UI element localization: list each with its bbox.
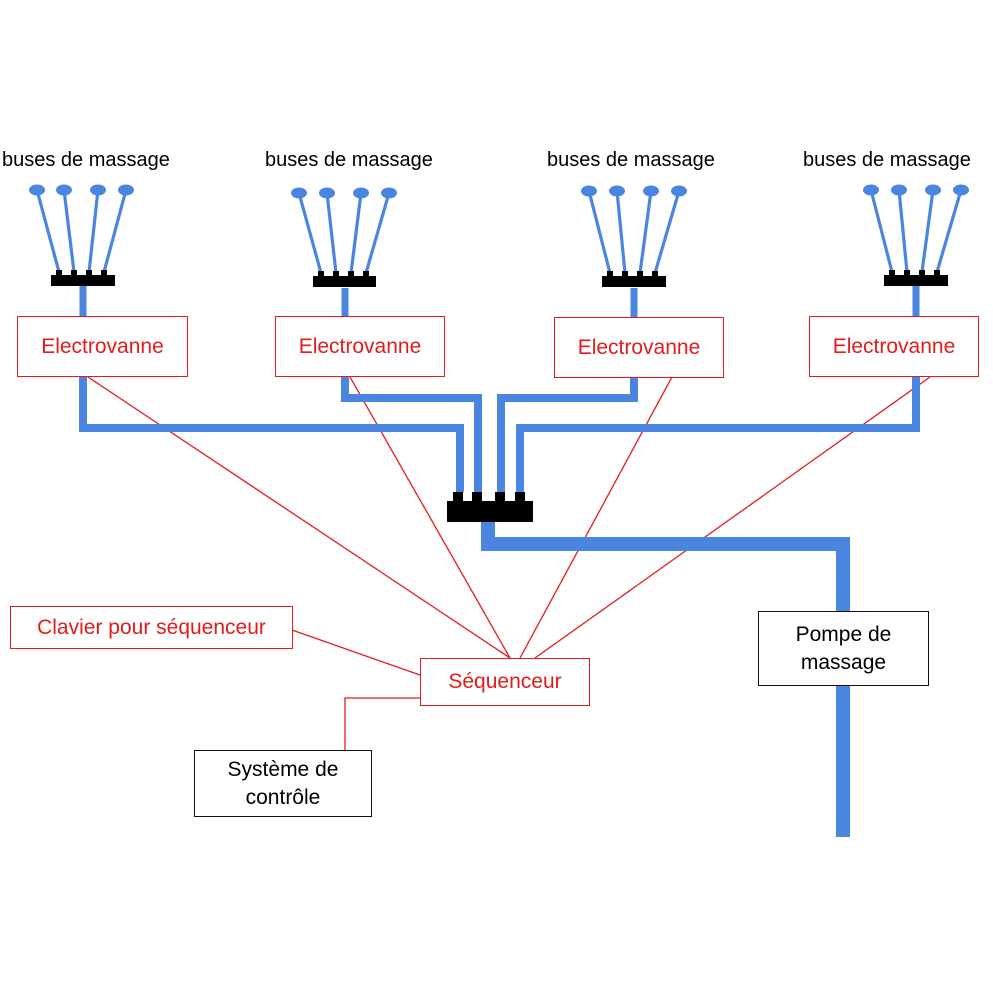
pump-box: Pompe de massage — [758, 611, 929, 686]
nozzle-head — [291, 187, 307, 199]
pipe-main — [481, 520, 850, 837]
nozzle-head — [925, 184, 941, 196]
wire-valve-3 — [519, 376, 673, 659]
valve-label-3: Electrovanne — [577, 335, 701, 359]
nozzle-hose — [87, 189, 100, 273]
manifold-4 — [884, 270, 948, 286]
pipe-valve-1 — [79, 377, 464, 492]
nozzle-hose — [35, 189, 61, 273]
valve-label-4: Electrovanne — [832, 334, 956, 358]
nozzle-hose — [869, 189, 894, 273]
sequencer-label: Séquenceur — [448, 670, 562, 693]
nozzle-group-4 — [863, 184, 969, 273]
nozzle-group-1 — [29, 184, 134, 273]
nozzle-hose — [638, 190, 653, 274]
valve-box-1: Electrovanne — [17, 316, 188, 377]
nozzle-head — [381, 187, 397, 199]
valve-box-4: Electrovanne — [809, 316, 979, 377]
nozzle-head — [609, 185, 625, 197]
nozzle-hose — [102, 189, 128, 273]
nozzle-hose — [653, 190, 681, 274]
keypad-label: Clavier pour séquenceur — [37, 615, 266, 639]
sequencer-box: Séquenceur — [420, 658, 590, 706]
pump-label: Pompe de massage — [795, 622, 892, 674]
nozzle-group-2 — [291, 187, 397, 274]
nozzle-head — [353, 187, 369, 199]
control-system-label: Système de contrôle — [227, 757, 339, 809]
nozzle-hose — [615, 190, 627, 274]
nozzle-hose — [935, 189, 963, 273]
nozzle-head — [118, 184, 134, 196]
valve-label-2: Electrovanne — [298, 334, 422, 358]
nozzle-head — [891, 184, 907, 196]
nozzle-head — [90, 184, 106, 196]
nozzle-head — [319, 187, 335, 199]
manifold-main — [447, 492, 533, 522]
nozzle-head — [671, 185, 687, 197]
nozzle-hose — [62, 189, 76, 273]
manifold-2 — [313, 271, 376, 287]
pipes — [79, 286, 920, 837]
nozzle-group-3 — [581, 185, 687, 274]
nozzle-head — [953, 184, 969, 196]
control-system-box: Système de contrôle — [194, 750, 372, 817]
nozzle-hose — [587, 190, 612, 274]
nozzle-label-1: buses de massage — [2, 149, 170, 171]
nozzle-hose — [325, 192, 338, 274]
nozzle-hose — [897, 189, 909, 273]
control-wires — [87, 376, 931, 750]
manifold-3 — [602, 271, 666, 287]
nozzle-hose — [349, 192, 363, 274]
keypad-box: Clavier pour séquenceur — [10, 606, 293, 649]
pipe-valve-2 — [341, 377, 482, 492]
pipe-valve-3 — [497, 377, 638, 492]
nozzle-groups — [29, 184, 969, 274]
nozzle-label-3: buses de massage — [547, 149, 715, 171]
wire-valve-4 — [534, 376, 931, 659]
manifold-1 — [51, 270, 115, 286]
nozzle-hose — [364, 192, 391, 274]
wire-valve-2 — [349, 376, 511, 659]
valve-box-3: Electrovanne — [554, 317, 724, 378]
wire-valve-1 — [87, 376, 511, 659]
manifolds — [51, 270, 948, 522]
nozzle-head — [643, 185, 659, 197]
nozzle-head — [56, 184, 72, 196]
valve-box-2: Electrovanne — [275, 316, 445, 377]
nozzle-hose — [297, 192, 323, 274]
wire-control-system — [344, 697, 420, 750]
nozzle-hose — [920, 189, 935, 273]
nozzle-label-2: buses de massage — [265, 149, 433, 171]
pipe-valve-4 — [516, 377, 920, 492]
nozzle-head — [863, 184, 879, 196]
nozzle-head — [29, 184, 45, 196]
wire-keypad — [291, 629, 421, 676]
valve-label-1: Electrovanne — [41, 334, 164, 358]
nozzle-head — [581, 185, 597, 197]
nozzle-label-4: buses de massage — [803, 149, 971, 171]
